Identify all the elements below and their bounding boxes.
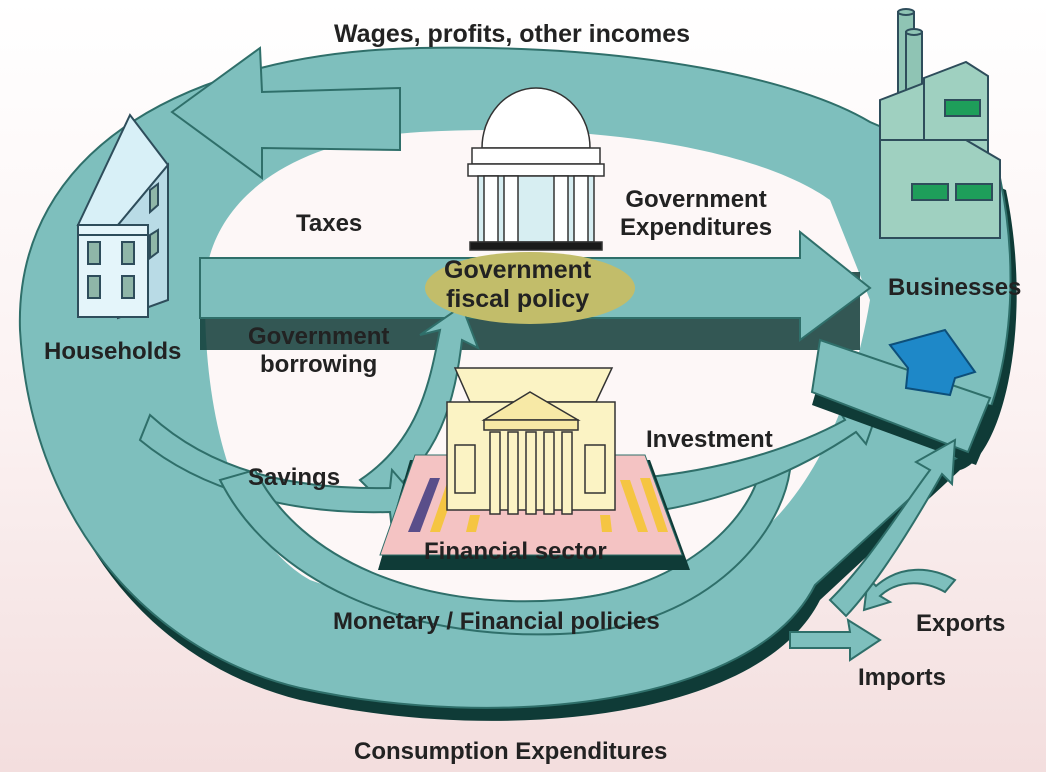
gov-exp-line1: Government (625, 186, 767, 213)
monetary-policies-label: Monetary / Financial policies (333, 608, 660, 635)
monetary-curve (218, 468, 792, 636)
government-fiscal-policy-label: Government fiscal policy (444, 256, 591, 314)
consumption-expenditures-label: Consumption Expenditures (354, 738, 668, 765)
gov-borrow-line2: borrowing (260, 350, 378, 378)
taxes-label: Taxes (296, 210, 363, 237)
businesses-label: Businesses (888, 274, 1022, 301)
exports-label: Exports (916, 610, 1006, 637)
gov-fiscal-line1: Government (444, 256, 592, 284)
fiscal-policy-oval (425, 252, 635, 324)
financial-sector-label: Financial sector (424, 538, 607, 565)
gov-fiscal-line2: fiscal policy (446, 284, 590, 313)
investment-label: Investment (646, 426, 773, 453)
gov-exp-line2: Expenditures (620, 213, 773, 241)
government-expenditures-label: Government Expenditures (620, 186, 772, 241)
gov-borrow-line1: Government (248, 323, 390, 350)
households-label: Households (44, 338, 182, 365)
wages-label: Wages, profits, other incomes (334, 20, 691, 48)
house-icon (76, 113, 170, 320)
imports-arrow (789, 617, 882, 662)
government-borrowing-label: Government borrowing (248, 323, 389, 378)
bank-building-icon (446, 367, 616, 515)
blue-up-arrow (888, 328, 977, 397)
factory-icon (879, 8, 1001, 239)
wages-arrowhead (170, 46, 401, 180)
consumption-up-arrow (828, 438, 957, 618)
savings-label: Savings (248, 464, 341, 491)
capitol-dome-icon (467, 87, 605, 251)
imports-label: Imports (858, 664, 947, 691)
